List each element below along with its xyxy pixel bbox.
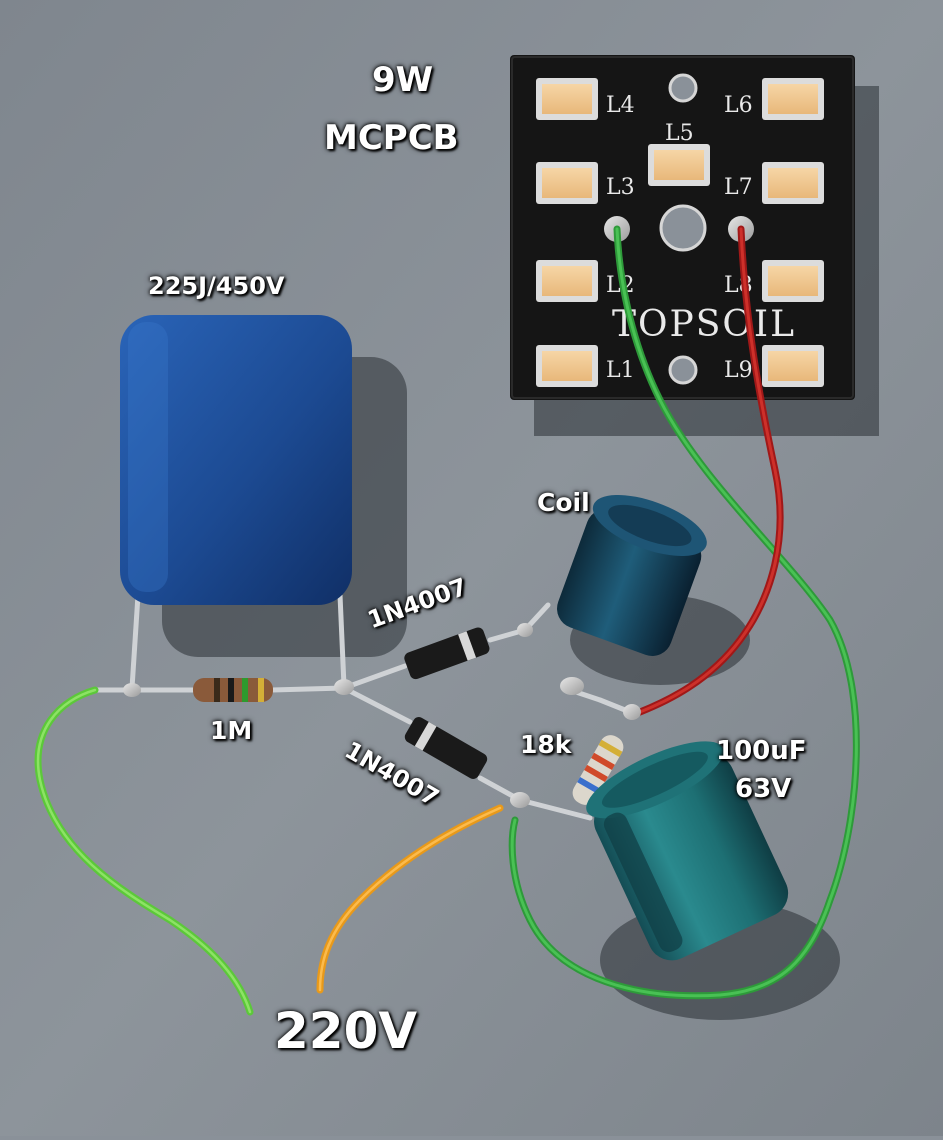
mains-voltage-label: 220V <box>274 1002 418 1060</box>
electrolytic-capacitor <box>586 741 789 961</box>
coil-inductor <box>557 495 707 656</box>
film-capacitor-label: 225J/450V <box>148 272 285 300</box>
power-title: 9W <box>372 60 434 100</box>
silk-l9: L9 <box>724 358 753 383</box>
mounting-hole-top <box>668 73 698 103</box>
silk-l6: L6 <box>724 93 753 118</box>
diode-top <box>404 627 490 680</box>
led-array <box>536 78 824 387</box>
mcpcb-board: L4 L6 L5 L3 L7 L2 L8 L1 L9 TOPSOIL <box>510 55 855 400</box>
silk-l1: L1 <box>606 358 635 383</box>
mounting-hole-center <box>659 204 707 252</box>
silk-l5: L5 <box>665 121 694 146</box>
resistor-18k <box>572 735 624 805</box>
pcb-brand: TOPSOIL <box>612 304 796 345</box>
silk-l7: L7 <box>724 175 753 200</box>
silk-l4: L4 <box>606 93 635 118</box>
board-title: MCPCB <box>324 118 459 158</box>
coil-label: Coil <box>537 488 590 517</box>
mounting-hole-bottom <box>668 355 698 385</box>
electrolytic-value-label: 100uF <box>716 736 807 766</box>
film-capacitor <box>120 315 352 689</box>
electrolytic-voltage-label: 63V <box>735 774 792 804</box>
resistor-1m <box>193 678 273 702</box>
diode-bottom <box>404 717 488 779</box>
silk-l3: L3 <box>606 175 635 200</box>
resistor-1m-label: 1M <box>210 716 253 745</box>
resistor-18k-label: 18k <box>520 730 572 759</box>
